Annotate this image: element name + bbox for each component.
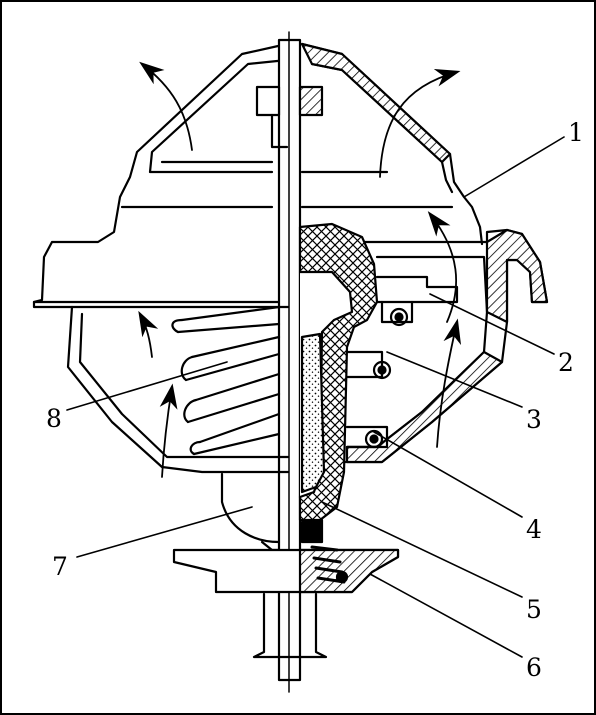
- main-spring: [171, 305, 281, 456]
- top-bridge: [32, 42, 290, 304]
- stem-nut: [255, 85, 324, 149]
- callout-8: 8: [46, 404, 62, 433]
- frame-body: [32, 228, 549, 474]
- rivets: [364, 307, 409, 449]
- housing-plates: [345, 275, 459, 449]
- callout-6: 6: [526, 653, 542, 682]
- callout-4: 4: [526, 515, 542, 544]
- flow-arrows: [138, 61, 462, 478]
- aux-valve: [172, 518, 400, 594]
- top-bridge-right: [300, 42, 484, 246]
- stem-foot: [252, 592, 328, 659]
- rubber-diaphragm: [298, 222, 379, 522]
- leader-lines: [66, 136, 565, 658]
- wax-capsule: [220, 472, 281, 552]
- callout-5: 5: [526, 595, 542, 624]
- callout-2: 2: [558, 348, 574, 377]
- callout-7: 7: [52, 552, 68, 581]
- callout-3: 3: [526, 405, 542, 434]
- callout-1: 1: [568, 118, 584, 147]
